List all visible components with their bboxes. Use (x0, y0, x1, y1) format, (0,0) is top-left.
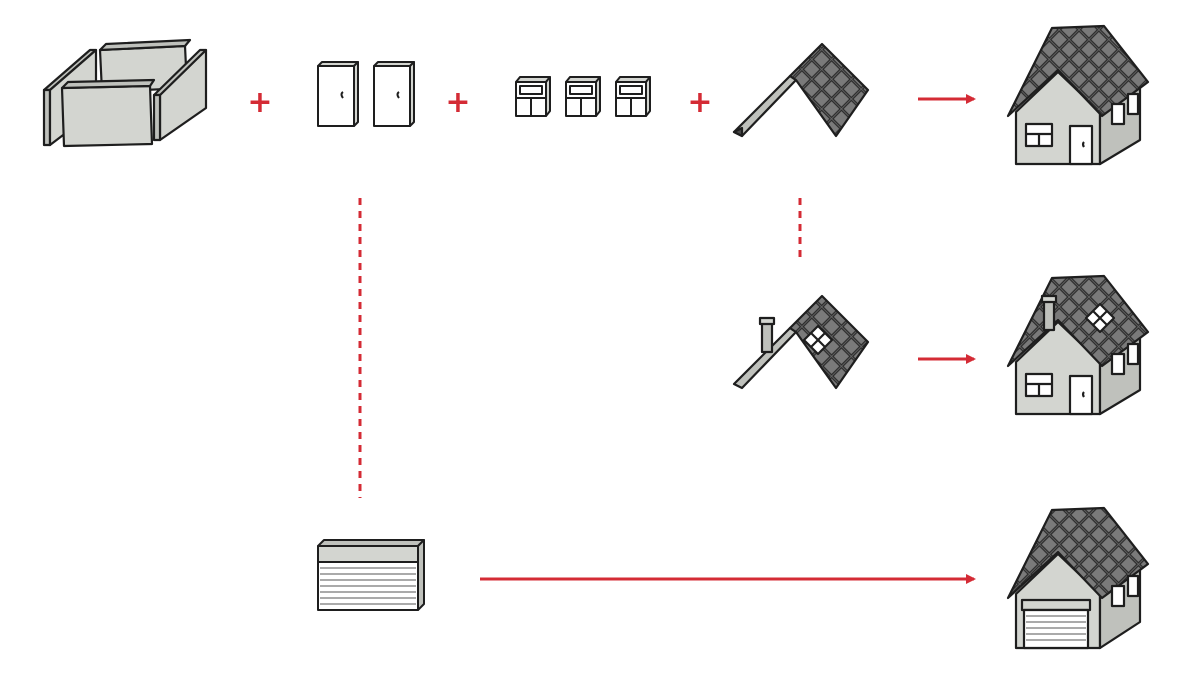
basic-house-icon (1006, 24, 1150, 166)
pitched-roof-icon (732, 42, 870, 138)
svg-text:+: + (445, 85, 470, 120)
plus-operator-1: + (247, 85, 272, 120)
house-with-garage-icon (1006, 506, 1150, 650)
doors-icon (317, 61, 415, 127)
svg-text:+: + (247, 85, 272, 120)
garage-door-icon (317, 539, 425, 611)
windows-icon (515, 76, 651, 117)
svg-text:+: + (687, 85, 712, 120)
house-with-chimney-and-skylight-icon (1006, 274, 1150, 416)
walls-icon (42, 38, 208, 148)
roof-with-skylight-and-chimney-icon (732, 294, 870, 390)
plus-operator-2: + (445, 85, 470, 120)
plus-operator-3: + (687, 85, 712, 120)
